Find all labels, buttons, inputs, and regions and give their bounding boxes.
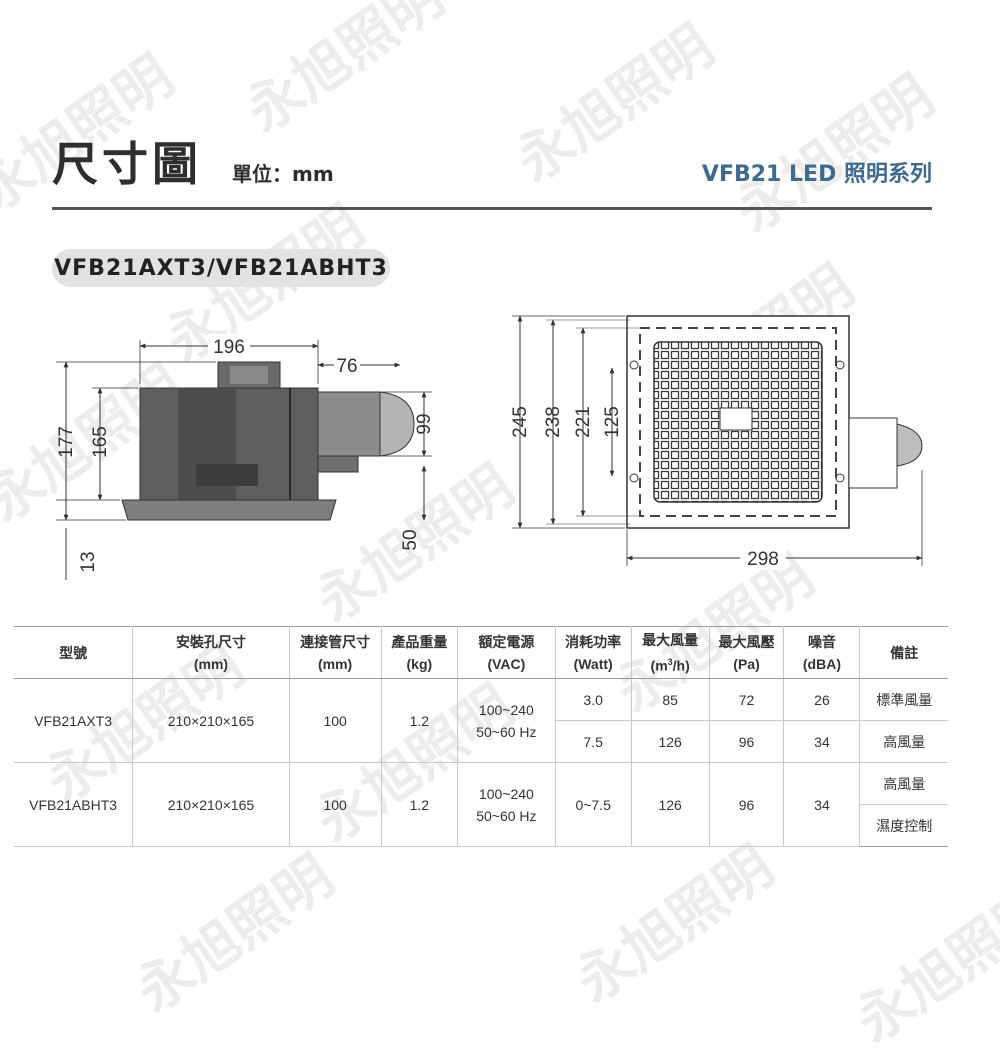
column-header: 最大風壓(Pa) bbox=[709, 626, 785, 679]
cell-noise: 26 bbox=[783, 678, 861, 721]
screw-icon bbox=[629, 473, 639, 483]
column-header: 產品重量(kg) bbox=[381, 626, 459, 679]
dim-label-bg bbox=[740, 546, 786, 570]
dim-height-total: 177 bbox=[56, 426, 77, 458]
dim-mid: 238 bbox=[543, 406, 564, 438]
column-header: 安裝孔尺寸(mm) bbox=[132, 626, 290, 679]
cell-note: 高風量 bbox=[859, 762, 948, 805]
model-badge: VFB21AXT3/VFB21ABHT3 bbox=[52, 249, 390, 287]
column-header: 額定電源(VAC) bbox=[457, 626, 556, 679]
header-divider bbox=[52, 207, 932, 210]
cell-pressure: 72 bbox=[709, 678, 785, 721]
watermark: 永旭照明 bbox=[234, 0, 456, 146]
dim-height-body: 165 bbox=[90, 426, 111, 458]
cell-weight: 1.2 bbox=[381, 678, 459, 763]
cell-note: 標準風量 bbox=[859, 678, 948, 721]
dimension-drawing: 196 76 177 165 13 99 50 bbox=[56, 315, 923, 580]
column-header: 最大風量(m3/h) bbox=[631, 626, 710, 679]
top-view: 245 238 221 125 298 bbox=[510, 315, 923, 570]
cell-hole: 210×210×165 bbox=[132, 678, 290, 763]
dim-duct-offset: 50 bbox=[400, 529, 421, 550]
screw-icon bbox=[835, 360, 845, 370]
watermark: 永旭照明 bbox=[124, 843, 346, 1026]
screw-icon bbox=[835, 473, 845, 483]
cell-pressure: 96 bbox=[709, 720, 785, 763]
panel-inner-frame bbox=[639, 327, 837, 517]
cell-flow: 126 bbox=[631, 720, 710, 763]
cell-noise: 34 bbox=[783, 720, 861, 763]
cell-hole: 210×210×165 bbox=[132, 762, 290, 847]
table-row: 濕度控制 bbox=[14, 804, 948, 847]
motor-slot bbox=[196, 464, 258, 486]
dim-panel-thickness: 13 bbox=[78, 551, 99, 572]
cell-note: 高風量 bbox=[859, 720, 948, 763]
cell-noise: 34 bbox=[783, 762, 861, 847]
dim-label-bg bbox=[334, 353, 360, 375]
unit-label: 單位：mm bbox=[232, 162, 334, 186]
cell-duct: 100 bbox=[289, 678, 382, 763]
cell-model: VFB21AXT3 bbox=[14, 678, 134, 763]
cell-model: VFB21ABHT3 bbox=[14, 762, 134, 847]
watermark: 永旭照明 bbox=[844, 873, 1000, 1056]
cell-watt: 7.5 bbox=[555, 720, 632, 763]
grille-center bbox=[719, 407, 753, 431]
dim-outer: 245 bbox=[510, 406, 531, 438]
dim-inner: 221 bbox=[573, 406, 594, 438]
cell-watt: 0~7.5 bbox=[555, 762, 632, 847]
spec-table: 型號 安裝孔尺寸(mm) 連接管尺寸(mm) 產品重量(kg) 額定電源(VAC… bbox=[14, 626, 948, 847]
series-label: VFB21 LED 照明系列 bbox=[701, 162, 932, 187]
table-row: 7.5 126 96 34 高風量 bbox=[14, 720, 948, 763]
column-header: 噪音(dBA) bbox=[783, 626, 861, 679]
duct-flap-top bbox=[896, 423, 923, 467]
column-header: 消耗功率(Watt) bbox=[555, 626, 632, 679]
ceiling-panel bbox=[121, 499, 337, 521]
duct-flap bbox=[379, 391, 415, 457]
dim-grille: 125 bbox=[602, 406, 623, 438]
dim-duct-height: 99 bbox=[414, 413, 435, 434]
duct-connector bbox=[317, 391, 381, 457]
table-header-row: 型號 安裝孔尺寸(mm) 連接管尺寸(mm) 產品重量(kg) 額定電源(VAC… bbox=[14, 626, 948, 679]
dim-duct-length: 76 bbox=[336, 356, 357, 377]
cell-pressure: 96 bbox=[709, 762, 785, 847]
dim-width: 298 bbox=[747, 549, 779, 570]
cell-flow: 85 bbox=[631, 678, 710, 721]
column-header: 型號 bbox=[14, 626, 134, 679]
screw-icon bbox=[629, 360, 639, 370]
duct-top bbox=[848, 417, 898, 489]
dim-label-bg bbox=[208, 334, 250, 358]
cell-note: 濕度控制 bbox=[859, 804, 948, 847]
cell-duct: 100 bbox=[289, 762, 382, 847]
watermark: 永旭照明 bbox=[564, 833, 786, 1016]
column-header: 備註 bbox=[859, 626, 948, 679]
dim-width-top: 196 bbox=[213, 337, 245, 358]
page-title: 尺寸圖 bbox=[52, 137, 202, 191]
header: 尺寸圖 單位：mm VFB21 LED 照明系列 bbox=[52, 128, 932, 198]
column-header: 連接管尺寸(mm) bbox=[289, 626, 382, 679]
cell-flow: 126 bbox=[631, 762, 710, 847]
side-view: 196 76 177 165 13 99 50 bbox=[56, 334, 435, 580]
cell-weight: 1.2 bbox=[381, 762, 459, 847]
terminal-detail bbox=[230, 366, 268, 384]
duct-bracket bbox=[317, 455, 359, 473]
cell-watt: 3.0 bbox=[555, 678, 632, 721]
